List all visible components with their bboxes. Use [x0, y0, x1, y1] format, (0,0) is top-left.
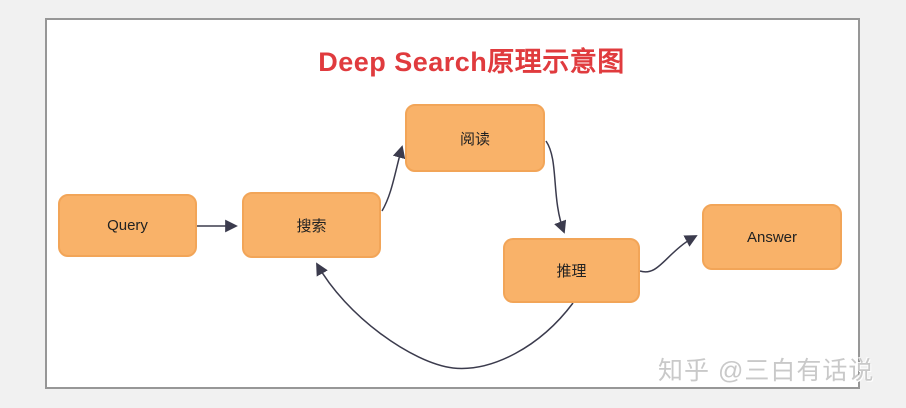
zhihu-watermark: 知乎 @三白有话说	[658, 357, 875, 385]
node-query-label: Query	[107, 217, 148, 234]
node-answer: Answer	[702, 204, 842, 270]
node-read: 阅读	[405, 104, 545, 172]
node-answer-label: Answer	[746, 228, 798, 246]
node-search-label: 搜索	[296, 217, 327, 235]
node-search: 搜索	[242, 192, 381, 258]
diagram-title: Deep Search原理示意图	[318, 47, 625, 77]
node-read-label: 阅读	[459, 130, 490, 148]
node-reason: 推理	[503, 238, 640, 303]
node-reason-label: 推理	[556, 263, 587, 280]
node-query: Query	[58, 194, 197, 257]
